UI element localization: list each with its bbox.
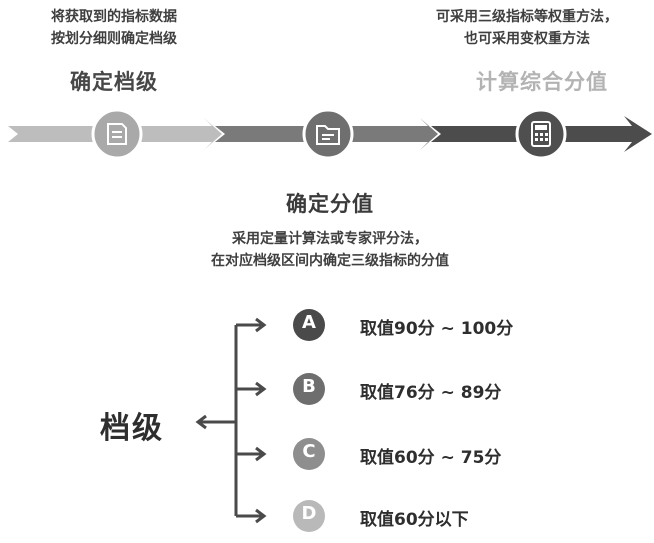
grade-a-letter: A xyxy=(302,312,316,333)
grade-a-badge xyxy=(293,309,325,341)
step2-desc-line1: 采用定量计算法或专家评分法， xyxy=(232,231,428,247)
grade-b-badge xyxy=(293,373,325,405)
step3-title: 计算综合分值 xyxy=(476,70,608,94)
grade-root-label: 档级 xyxy=(100,411,164,446)
grade-b-text: 取值76分 ~ 89分 xyxy=(360,383,502,403)
step3-desc-line1: 可采用三级指标等权重方法， xyxy=(436,9,618,25)
grade-c-badge xyxy=(293,438,325,470)
step3-node xyxy=(515,108,567,160)
step1-desc-line1: 将获取到的指标数据 xyxy=(51,9,177,25)
step1-node xyxy=(91,108,143,160)
grade-b-letter: B xyxy=(302,376,316,397)
step2-desc-line2: 在对应档级区间内确定三级指标的分值 xyxy=(211,253,449,269)
grade-d-text: 取值60分以下 xyxy=(360,510,469,530)
folder-icon xyxy=(316,125,340,145)
step3-desc-line2: 也可采用变权重方法 xyxy=(464,31,590,47)
step2-node xyxy=(302,108,354,160)
step1-desc-line2: 按划分细则确定档级 xyxy=(51,31,177,47)
grade-tree xyxy=(195,317,267,524)
step1-title: 确定档级 xyxy=(70,70,158,94)
step3-description: 可采用三级指标等权重方法， 也可采用变权重方法 xyxy=(400,6,654,50)
document-icon xyxy=(107,123,127,145)
step2-title: 确定分值 xyxy=(286,192,374,216)
calculator-icon xyxy=(531,121,551,147)
grade-d-letter: D xyxy=(301,503,317,524)
step2-description: 采用定量计算法或专家评分法， 在对应档级区间内确定三级指标的分值 xyxy=(150,228,510,272)
grade-a-text: 取值90分 ~ 100分 xyxy=(360,319,514,339)
grade-d-badge xyxy=(293,500,325,532)
step1-description: 将获取到的指标数据 按划分细则确定档级 xyxy=(14,6,214,50)
grade-c-letter: C xyxy=(302,441,316,462)
grade-c-text: 取值60分 ~ 75分 xyxy=(360,448,502,468)
